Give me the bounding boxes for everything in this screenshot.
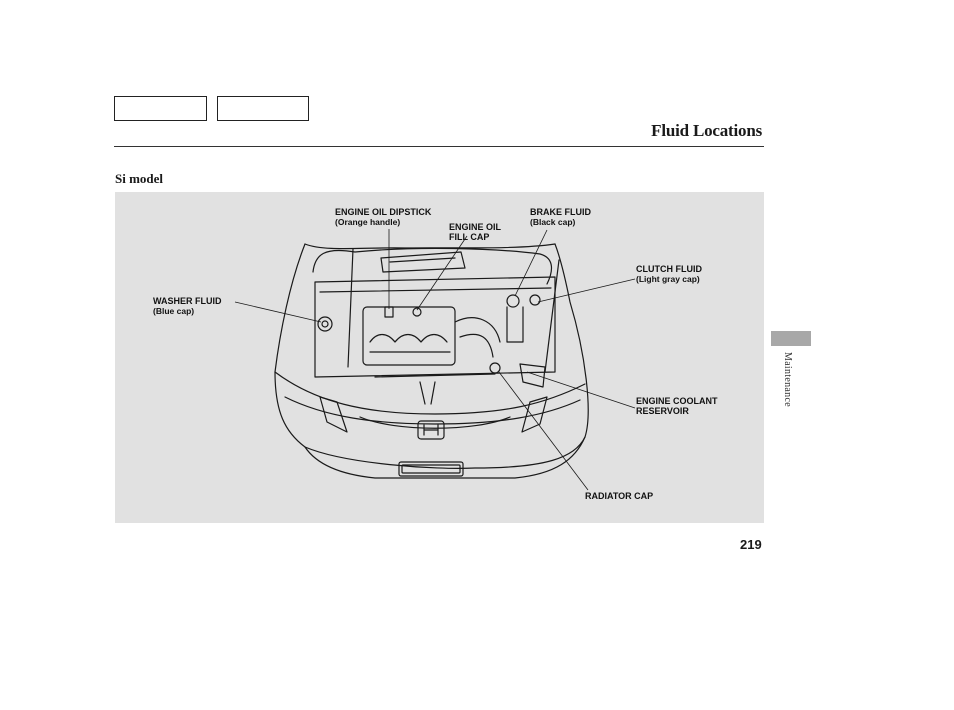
label-washer-fluid: WASHER FLUID (Blue cap) (153, 296, 222, 316)
brake-fluid-note: (Black cap) (530, 217, 576, 227)
engine-oil-fill-cap-line1: ENGINE OIL (449, 222, 502, 232)
radiator-cap-title: RADIATOR CAP (585, 491, 654, 501)
label-radiator-cap: RADIATOR CAP (585, 491, 653, 501)
nav-tab-box-right[interactable] (217, 96, 309, 121)
engine-diagram-panel: ENGINE OIL DIPSTICK (Orange handle) ENGI… (115, 192, 764, 523)
section-side-tab[interactable] (771, 331, 811, 346)
brake-fluid-title: BRAKE FLUID (530, 207, 591, 217)
label-engine-oil-dipstick: ENGINE OIL DIPSTICK (Orange handle) (335, 207, 431, 227)
label-clutch-fluid: CLUTCH FLUID (Light gray cap) (636, 264, 702, 284)
washer-fluid-title: WASHER FLUID (153, 296, 222, 306)
engine-coolant-line2: RESERVOIR (636, 406, 689, 416)
clutch-fluid-note: (Light gray cap) (636, 274, 700, 284)
label-engine-oil-fill-cap: ENGINE OIL FILL CAP (449, 222, 501, 242)
label-engine-coolant-reservoir: ENGINE COOLANT RESERVOIR (636, 396, 718, 416)
clutch-fluid-title: CLUTCH FLUID (636, 264, 702, 274)
section-side-label: Maintenance (782, 352, 793, 407)
page-title: Fluid Locations (651, 121, 762, 140)
engine-oil-fill-cap-line2: FILL CAP (449, 232, 490, 242)
page-number: 219 (740, 537, 762, 552)
title-divider (114, 146, 764, 147)
nav-tab-box-left[interactable] (114, 96, 207, 121)
engine-oil-dipstick-note: (Orange handle) (335, 217, 401, 227)
section-subheading: Si model (115, 171, 164, 186)
washer-fluid-note: (Blue cap) (153, 306, 195, 316)
engine-oil-dipstick-title: ENGINE OIL DIPSTICK (335, 207, 432, 217)
label-brake-fluid: BRAKE FLUID (Black cap) (530, 207, 591, 227)
engine-coolant-line1: ENGINE COOLANT (636, 396, 718, 406)
engine-bay-illustration (234, 229, 636, 491)
